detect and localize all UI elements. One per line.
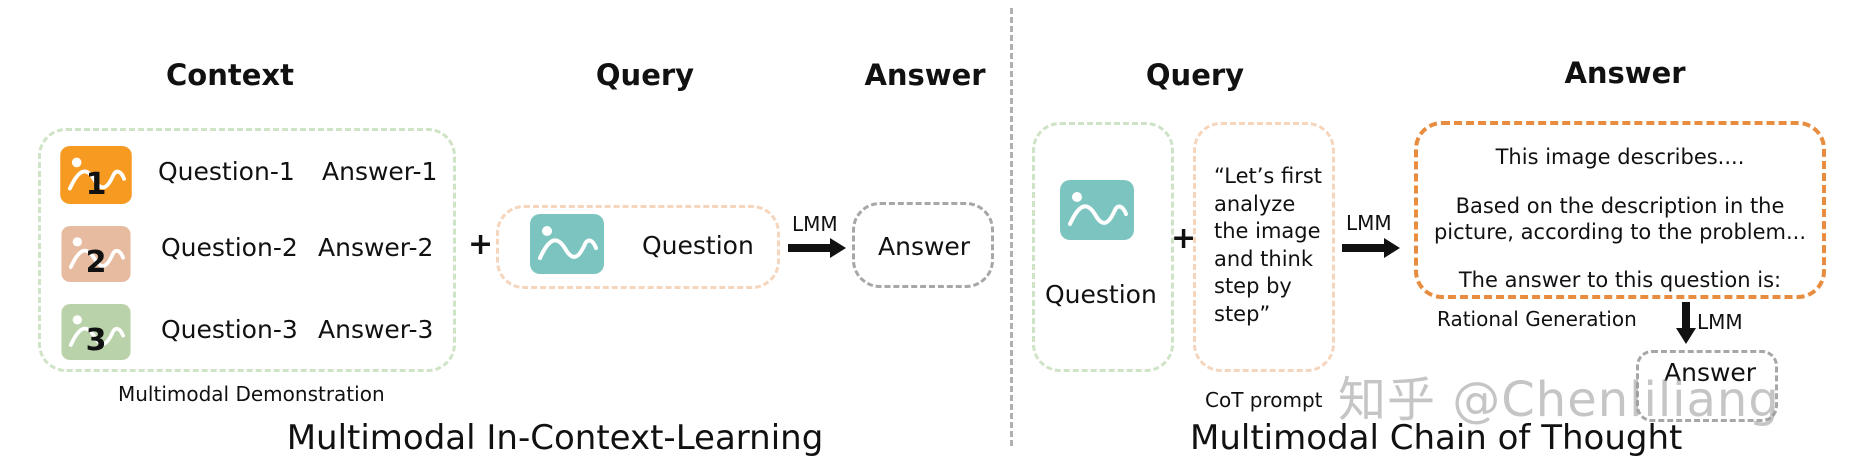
answer-heading-left: Answer — [864, 58, 986, 92]
lmm-label-left: LMM — [792, 212, 838, 236]
plus-sign-right: + — [1171, 221, 1197, 256]
cot-question-label: Question — [1045, 280, 1157, 309]
final-answer-label: Answer — [1664, 358, 1757, 387]
arrow-right-icon — [1342, 238, 1400, 258]
cot-line: step” — [1214, 301, 1271, 326]
answer-line-4: The answer to this question is: — [1458, 268, 1782, 292]
cot-prompt-caption: CoT prompt — [1205, 388, 1323, 412]
cot-prompt-text: “Let’s first analyze the image and think… — [1214, 163, 1334, 328]
image-icon — [1060, 180, 1134, 240]
demo-answer-2: Answer-2 — [318, 233, 434, 262]
demo-caption: Multimodal Demonstration — [118, 382, 385, 406]
demo-answer-1: Answer-1 — [322, 157, 438, 186]
demo-question-2: Question-2 — [161, 233, 298, 262]
image-icon — [530, 214, 604, 274]
demo-image-icon-1: 1 — [60, 146, 132, 204]
rational-generation-label: Rational Generation — [1437, 307, 1637, 331]
cot-question-box — [1032, 122, 1174, 372]
cot-line: “Let’s first — [1214, 164, 1323, 188]
context-heading: Context — [166, 58, 294, 92]
arrow-down-icon — [1676, 302, 1696, 344]
context-box — [38, 128, 456, 372]
query-heading-left: Query — [595, 58, 695, 92]
answer-heading-right: Answer — [1564, 56, 1686, 90]
answer-label-left: Answer — [878, 232, 971, 261]
rational-answer-box — [1414, 121, 1826, 299]
lmm-label-right: LMM — [1346, 211, 1392, 235]
demo-number: 1 — [85, 167, 107, 202]
plus-sign-left: + — [468, 227, 494, 262]
demo-image-icon-3: 3 — [60, 304, 132, 360]
final-answer-box — [1636, 350, 1778, 422]
cot-line: step by — [1214, 274, 1292, 298]
footer-cot: Multimodal Chain of Thought — [1190, 418, 1683, 458]
query-heading-right: Query — [1145, 58, 1245, 92]
footer-icl: Multimodal In-Context-Learning — [286, 418, 824, 458]
demo-number: 3 — [85, 323, 107, 358]
watermark: 知乎 @Chenliliang — [1338, 372, 1780, 428]
demo-image-icon-2: 2 — [60, 226, 132, 282]
answer-line-3: picture, according to the problem... — [1433, 220, 1807, 244]
cot-line: analyze — [1214, 191, 1296, 216]
query-question-label: Question — [642, 231, 754, 260]
cot-line: the image — [1214, 219, 1321, 243]
query-box-left — [496, 205, 780, 289]
cot-line: and think — [1214, 246, 1314, 271]
arrow-right-icon — [788, 238, 846, 258]
demo-number: 2 — [85, 245, 107, 280]
answer-line-2: Based on the description in the — [1455, 194, 1785, 218]
lmm-label-down: LMM — [1697, 310, 1743, 334]
demo-question-1: Question-1 — [158, 157, 295, 186]
section-divider — [1010, 8, 1013, 446]
demo-answer-3: Answer-3 — [318, 315, 434, 344]
demo-question-3: Question-3 — [161, 315, 298, 344]
answer-line-1: This image describes.... — [1495, 145, 1745, 169]
cot-prompt-box — [1193, 122, 1335, 372]
answer-box-left — [852, 202, 994, 288]
